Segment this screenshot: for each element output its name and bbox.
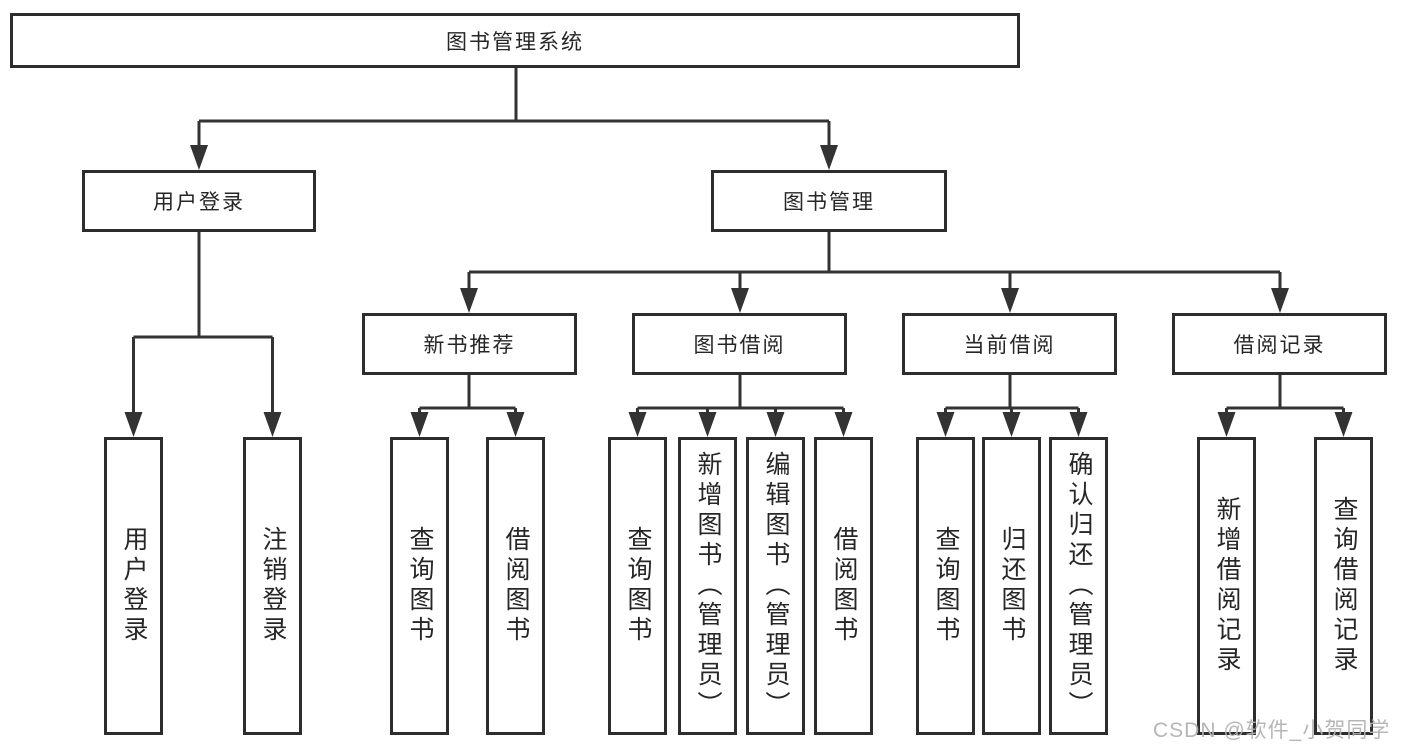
leaf-query-books-1: 查询图书 [390,437,449,735]
node-root: 图书管理系统 [10,13,1020,68]
node-current-borrow: 当前借阅 [902,313,1117,375]
node-book-mgmt: 图书管理 [711,170,947,232]
leaf-logout: 注销登录 [243,437,302,735]
node-book-borrow: 图书借阅 [632,313,847,375]
leaf-confirm-return-admin: 确认归还（管理员） [1049,437,1108,735]
node-new-book-rec: 新书推荐 [362,313,577,375]
node-borrow-records: 借阅记录 [1172,313,1387,375]
leaf-user-login: 用户登录 [104,437,163,735]
watermark: CSDN @软件_小贺同学 [1153,719,1391,742]
leaf-query-borrow-record: 查询借阅记录 [1314,437,1373,735]
leaf-borrow-books-2: 借阅图书 [814,437,873,735]
node-user-login: 用户登录 [82,170,316,232]
leaf-query-books-2: 查询图书 [608,437,667,735]
leaf-borrow-books-1: 借阅图书 [486,437,545,735]
leaf-add-book-admin: 新增图书（管理员） [678,437,737,735]
leaf-query-books-3: 查询图书 [916,437,975,735]
arrowheads [124,145,1353,437]
leaf-add-borrow-record: 新增借阅记录 [1197,437,1256,735]
leaf-edit-book-admin: 编辑图书（管理员） [746,437,805,735]
leaf-return-books: 归还图书 [982,437,1041,735]
